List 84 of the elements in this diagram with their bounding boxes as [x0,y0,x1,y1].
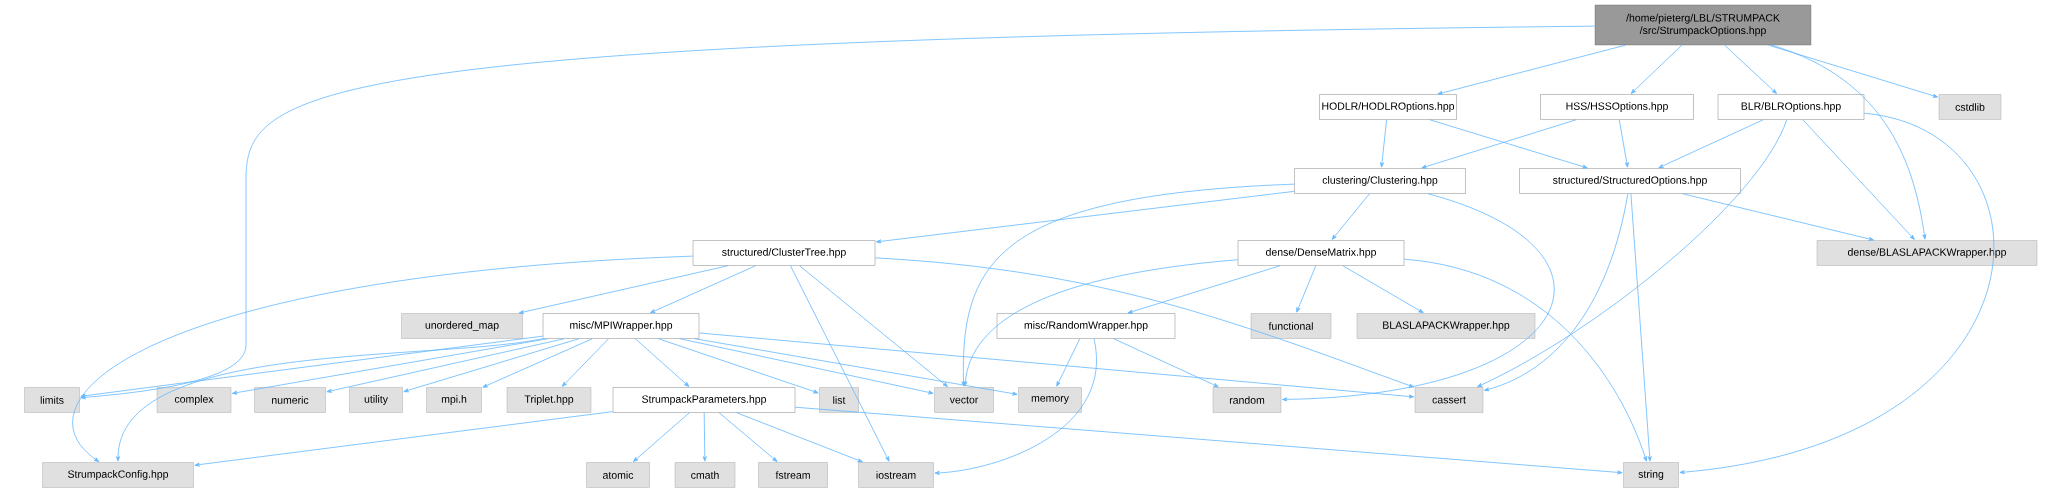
arrow [1483,193,1629,392]
arrow [194,411,614,467]
arrow [650,265,757,314]
file-box: BLR/BLROptions.hpp [1717,94,1865,120]
file-box: cstdlib [1938,94,2002,120]
file-box: string [1623,462,1679,488]
arrow [1282,193,1555,402]
file-box: cmath [674,462,736,488]
file-box: numeric [254,387,326,413]
arrow [482,338,593,388]
arrow [116,338,544,462]
arrow [961,183,1295,387]
file-box: BLASLAPACKWrapper.hpp [1356,313,1536,339]
arrow [80,25,1596,400]
arrow [232,338,549,395]
arrow [1771,44,1927,240]
arrow [718,412,778,462]
file-box: dense/DenseMatrix.hpp [1237,240,1405,266]
arrow [1342,265,1424,314]
file-box: HSS/HSSOptions.hpp [1540,94,1694,120]
file-box: iostream [858,462,934,488]
arrow [963,259,1239,387]
file-box: random [1212,387,1282,413]
arrow [1477,119,1788,388]
arrow [1768,44,1939,98]
arrow [658,338,819,394]
arrow [1113,338,1219,388]
arrow [1618,119,1629,168]
arrow [736,412,863,463]
arrow [1679,112,1995,475]
file-box: unordered_map [401,313,523,339]
file-box: memory [1018,387,1082,413]
arrow [1380,119,1388,168]
file-box: mpi.h [426,387,482,413]
arrow [518,265,729,314]
arrow [790,265,890,462]
arrow [694,338,1018,396]
arrow [1724,44,1777,94]
file-box: fstream [758,462,828,488]
file-box: misc/MPIWrapper.hpp [542,313,700,339]
file-box: vector [934,387,994,413]
file-box: HODLR/HODLROptions.hpp [1319,94,1457,120]
arrow [876,190,1295,244]
file-box: dense/BLASLAPACKWrapper.hpp [1816,240,2038,266]
file-box: structured/ClusterTree.hpp [692,240,876,266]
arrow [633,412,690,462]
arrow [1127,265,1281,314]
file-box: misc/RandomWrapper.hpp [996,313,1176,339]
arrow [702,412,707,462]
file-box: limits [24,387,80,413]
file-box: utility [349,387,403,413]
arrow [1630,193,1652,462]
file-box: StrumpackParameters.hpp [612,387,796,413]
arrow [80,335,544,398]
arrow [561,338,610,387]
arrow [874,257,1415,388]
file-box: structured/StructuredOptions.hpp [1519,168,1741,194]
arrow [1331,193,1370,240]
arrow [403,338,580,393]
arrow [698,332,1414,399]
file-box: cassert [1414,387,1484,413]
file-box: clustering/Clustering.hpp [1294,168,1466,194]
arrow [1056,338,1081,387]
arrow [72,255,694,462]
file-box: /home/pieterg/LBL/STRUMPACK /src/StrumpackOptions.hpp [1594,4,1812,46]
arrow [1630,44,1683,94]
file-box: list [819,387,859,413]
arrow [326,338,565,393]
arrow [799,265,948,387]
file-box: complex [156,387,232,413]
file-box: functional [1250,313,1332,339]
arrow [1658,119,1764,169]
file-box: StrumpackConfig.hpp [42,462,194,488]
arrow [1802,119,1915,240]
arrow [794,406,1623,475]
arrow [934,338,1097,475]
arrow [1296,265,1317,313]
arrow [1682,193,1874,241]
arrow [1403,258,1648,462]
arrow [1437,44,1626,95]
file-box: atomic [586,462,650,488]
arrow [634,338,690,387]
arrow [679,338,934,395]
file-box: Triplet.hpp [506,387,592,413]
